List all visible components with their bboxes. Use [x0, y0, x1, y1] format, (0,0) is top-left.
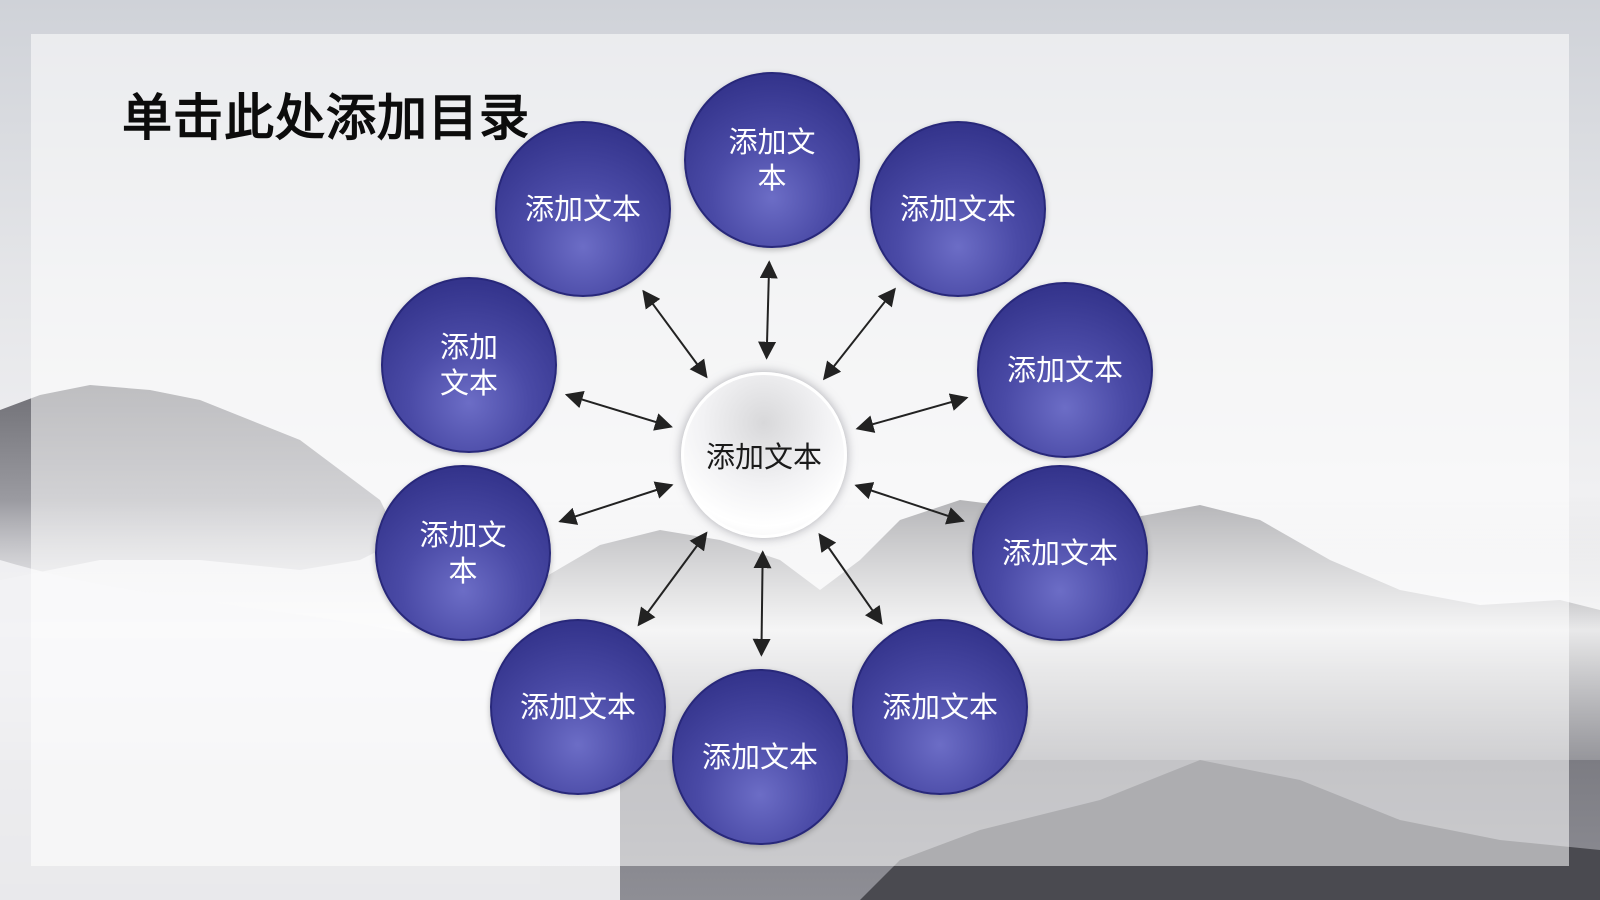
node-top-label: 添加文本: [728, 125, 816, 195]
node-bottom-right-label: 添加文本: [881, 690, 998, 724]
center-node[interactable]: 添加文本: [681, 372, 847, 538]
node-top-right[interactable]: 添加文本: [870, 121, 1046, 297]
node-left-lower-label: 添加文本: [419, 518, 507, 588]
node-right-upper-label: 添加文本: [1006, 353, 1123, 387]
node-left-upper[interactable]: 添加文本: [381, 277, 557, 453]
node-top-left-label: 添加文本: [524, 192, 641, 226]
node-left-lower[interactable]: 添加文本: [375, 465, 551, 641]
node-top-right-label: 添加文本: [899, 192, 1016, 226]
node-bottom[interactable]: 添加文本: [672, 669, 848, 845]
node-bottom-label: 添加文本: [701, 740, 818, 774]
node-right-lower[interactable]: 添加文本: [972, 465, 1148, 641]
node-right-upper[interactable]: 添加文本: [977, 282, 1153, 458]
node-top[interactable]: 添加文本: [684, 72, 860, 248]
node-top-left[interactable]: 添加文本: [495, 121, 671, 297]
node-right-lower-label: 添加文本: [1001, 536, 1118, 570]
slide-title[interactable]: 单击此处添加目录: [122, 89, 530, 147]
node-left-upper-label: 添加文本: [439, 330, 498, 400]
node-bottom-right[interactable]: 添加文本: [852, 619, 1028, 795]
node-bottom-left[interactable]: 添加文本: [490, 619, 666, 795]
center-node-label: 添加文本: [705, 440, 822, 474]
node-bottom-left-label: 添加文本: [519, 690, 636, 724]
